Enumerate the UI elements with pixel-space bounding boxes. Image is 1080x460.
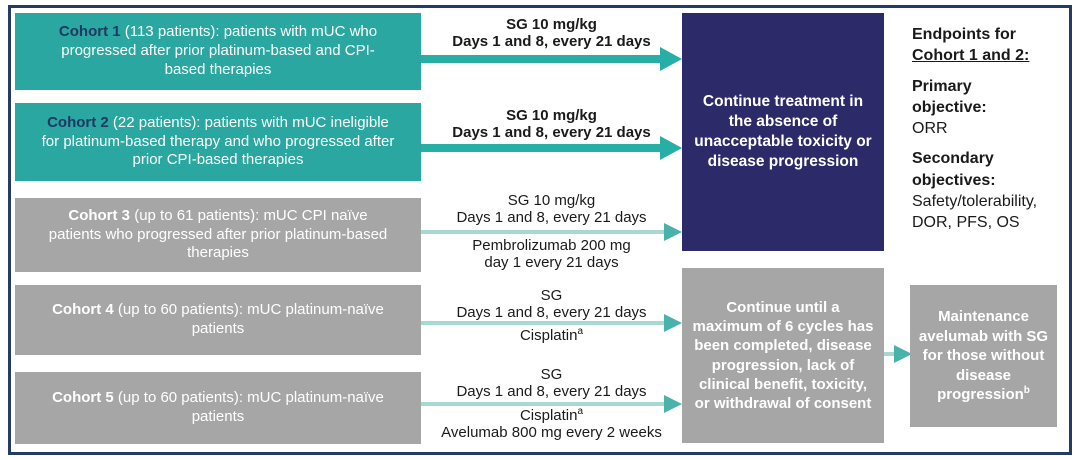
endpoints-heading-line1: Endpoints for	[912, 26, 1016, 43]
arrow-cohort-4-icon	[421, 313, 682, 333]
cohort-2-description: (22 patients): patients with mUC ineligi…	[41, 113, 395, 169]
cohort-5-description: (up to 60 patients): mUC platinum-naïve …	[113, 389, 384, 425]
cohort-4-description: (up to 60 patients): mUC platinum-naïve …	[113, 301, 384, 337]
cohort-3-description: (up to 61 patients): mUC CPI naïve patie…	[48, 206, 388, 262]
arrow-head	[664, 395, 682, 413]
arm-1-regimen: SG 10 mg/kg Days 1 and 8, every 21 days	[421, 16, 682, 50]
arrow-maintenance-icon	[884, 344, 912, 364]
cohort-1-text: Cohort 1 (113 patients): patients with m…	[41, 23, 395, 79]
arm-4-regimen: SG Days 1 and 8, every 21 days	[421, 287, 682, 321]
arrow-head	[664, 223, 682, 241]
arm-5-regimen-below: Cisplatina Avelumab 800 mg every 2 weeks	[421, 406, 682, 441]
cohort-2-box: Cohort 2 (22 patients): patients with mU…	[15, 103, 421, 181]
arm-3-regimen: SG 10 mg/kg Days 1 and 8, every 21 days	[421, 192, 682, 226]
endpoints-panel: Endpoints for Cohort 1 and 2: Primary ob…	[912, 24, 1072, 233]
arrow-cohort-1-icon	[421, 47, 682, 71]
arm-4-line1: SG	[540, 287, 563, 304]
cohort-1-description: (113 patients): patients with mUC who pr…	[61, 23, 378, 78]
cohort-2-text: Cohort 2 (22 patients): patients with mU…	[41, 114, 395, 170]
primary-objective-value: ORR	[912, 120, 948, 138]
arm-5-regimen: SG Days 1 and 8, every 21 days	[421, 366, 682, 400]
arm-3-regimen-below: Pembrolizumab 200 mg day 1 every 21 days	[421, 237, 682, 271]
arm-3-line1: SG 10 mg/kg	[507, 192, 596, 209]
continue-until-box: Continue until a maximum of 6 cycles has…	[682, 268, 884, 443]
arm-3-below2: day 1 every 21 days	[484, 253, 619, 271]
arm-3-below1: Pembrolizumab 200 mg	[472, 237, 631, 254]
secondary-objectives-label-line2: objectives:	[912, 171, 996, 189]
arm-2-regimen: SG 10 mg/kg Days 1 and 8, every 21 days	[421, 107, 682, 141]
maintenance-text: Maintenance avelumab with SG for those w…	[918, 308, 1049, 404]
arrow-shaft	[421, 402, 668, 406]
cohort-5-text: Cohort 5 (up to 60 patients): mUC platin…	[41, 389, 395, 427]
primary-objective-label-line1: Primary	[912, 77, 972, 95]
arrow-cohort-3-icon	[421, 222, 682, 242]
continue-until-text: Continue until a maximum of 6 cycles has…	[692, 298, 874, 412]
arm-5-below1: Cisplatina	[519, 406, 584, 424]
cohort-3-box: Cohort 3 (up to 61 patients): mUC CPI na…	[15, 198, 421, 272]
arm-4-regimen-below: Cisplatina	[421, 326, 682, 345]
cohort-3-label: Cohort 3	[68, 206, 131, 224]
continue-treatment-text: Continue treatment in the absence of una…	[694, 92, 872, 171]
arrow-head	[660, 136, 682, 160]
arm-1-line1: SG 10 mg/kg	[506, 16, 597, 33]
cohort-3-text: Cohort 3 (up to 61 patients): mUC CPI na…	[41, 207, 395, 263]
arm-2-line1: SG 10 mg/kg	[506, 107, 597, 124]
endpoints-heading-line2: Cohort 1 and 2:	[912, 47, 1030, 65]
arm-4-line2: Days 1 and 8, every 21 days	[456, 303, 647, 321]
arm-5-line2: Days 1 and 8, every 21 days	[456, 382, 647, 400]
cohort-5-box: Cohort 5 (up to 60 patients): mUC platin…	[15, 372, 421, 444]
arrow-head	[660, 47, 682, 71]
secondary-objectives-value-line2: DOR, PFS, OS	[912, 214, 1020, 232]
cohort-2-label: Cohort 2	[47, 113, 109, 131]
arm-5-line1: SG	[540, 366, 563, 383]
arrow-shaft	[884, 352, 898, 356]
arrow-shaft	[421, 321, 668, 325]
cohort-5-label: Cohort 5	[52, 389, 114, 407]
arm-1-line2: Days 1 and 8, every 21 days	[452, 32, 651, 50]
secondary-objectives-value-line1: Safety/tolerability,	[912, 192, 1038, 210]
arm-5-below2: Avelumab 800 mg every 2 weeks	[441, 423, 662, 441]
arm-3-line2: Days 1 and 8, every 21 days	[456, 208, 647, 226]
cohort-4-box: Cohort 4 (up to 60 patients): mUC platin…	[15, 285, 421, 355]
arrow-cohort-5-icon	[421, 394, 682, 414]
arrow-shaft	[421, 230, 668, 234]
arrow-shaft	[421, 55, 664, 63]
arrow-head	[664, 314, 682, 332]
arm-2-line2: Days 1 and 8, every 21 days	[452, 123, 651, 141]
maintenance-box: Maintenance avelumab with SG for those w…	[910, 285, 1057, 427]
arm-4-below1: Cisplatina	[519, 326, 584, 344]
cohort-1-box: Cohort 1 (113 patients): patients with m…	[15, 13, 421, 90]
arrow-head	[894, 345, 912, 363]
primary-objective-label-line2: objective:	[912, 98, 987, 116]
cohort-4-label: Cohort 4	[52, 301, 114, 319]
cohort-1-label: Cohort 1	[58, 23, 121, 41]
cohort-4-text: Cohort 4 (up to 60 patients): mUC platin…	[41, 301, 395, 339]
continue-treatment-box: Continue treatment in the absence of una…	[682, 13, 884, 251]
arrow-shaft	[421, 144, 664, 152]
arrow-cohort-2-icon	[421, 136, 682, 160]
secondary-objectives-label-line1: Secondary	[912, 150, 994, 168]
